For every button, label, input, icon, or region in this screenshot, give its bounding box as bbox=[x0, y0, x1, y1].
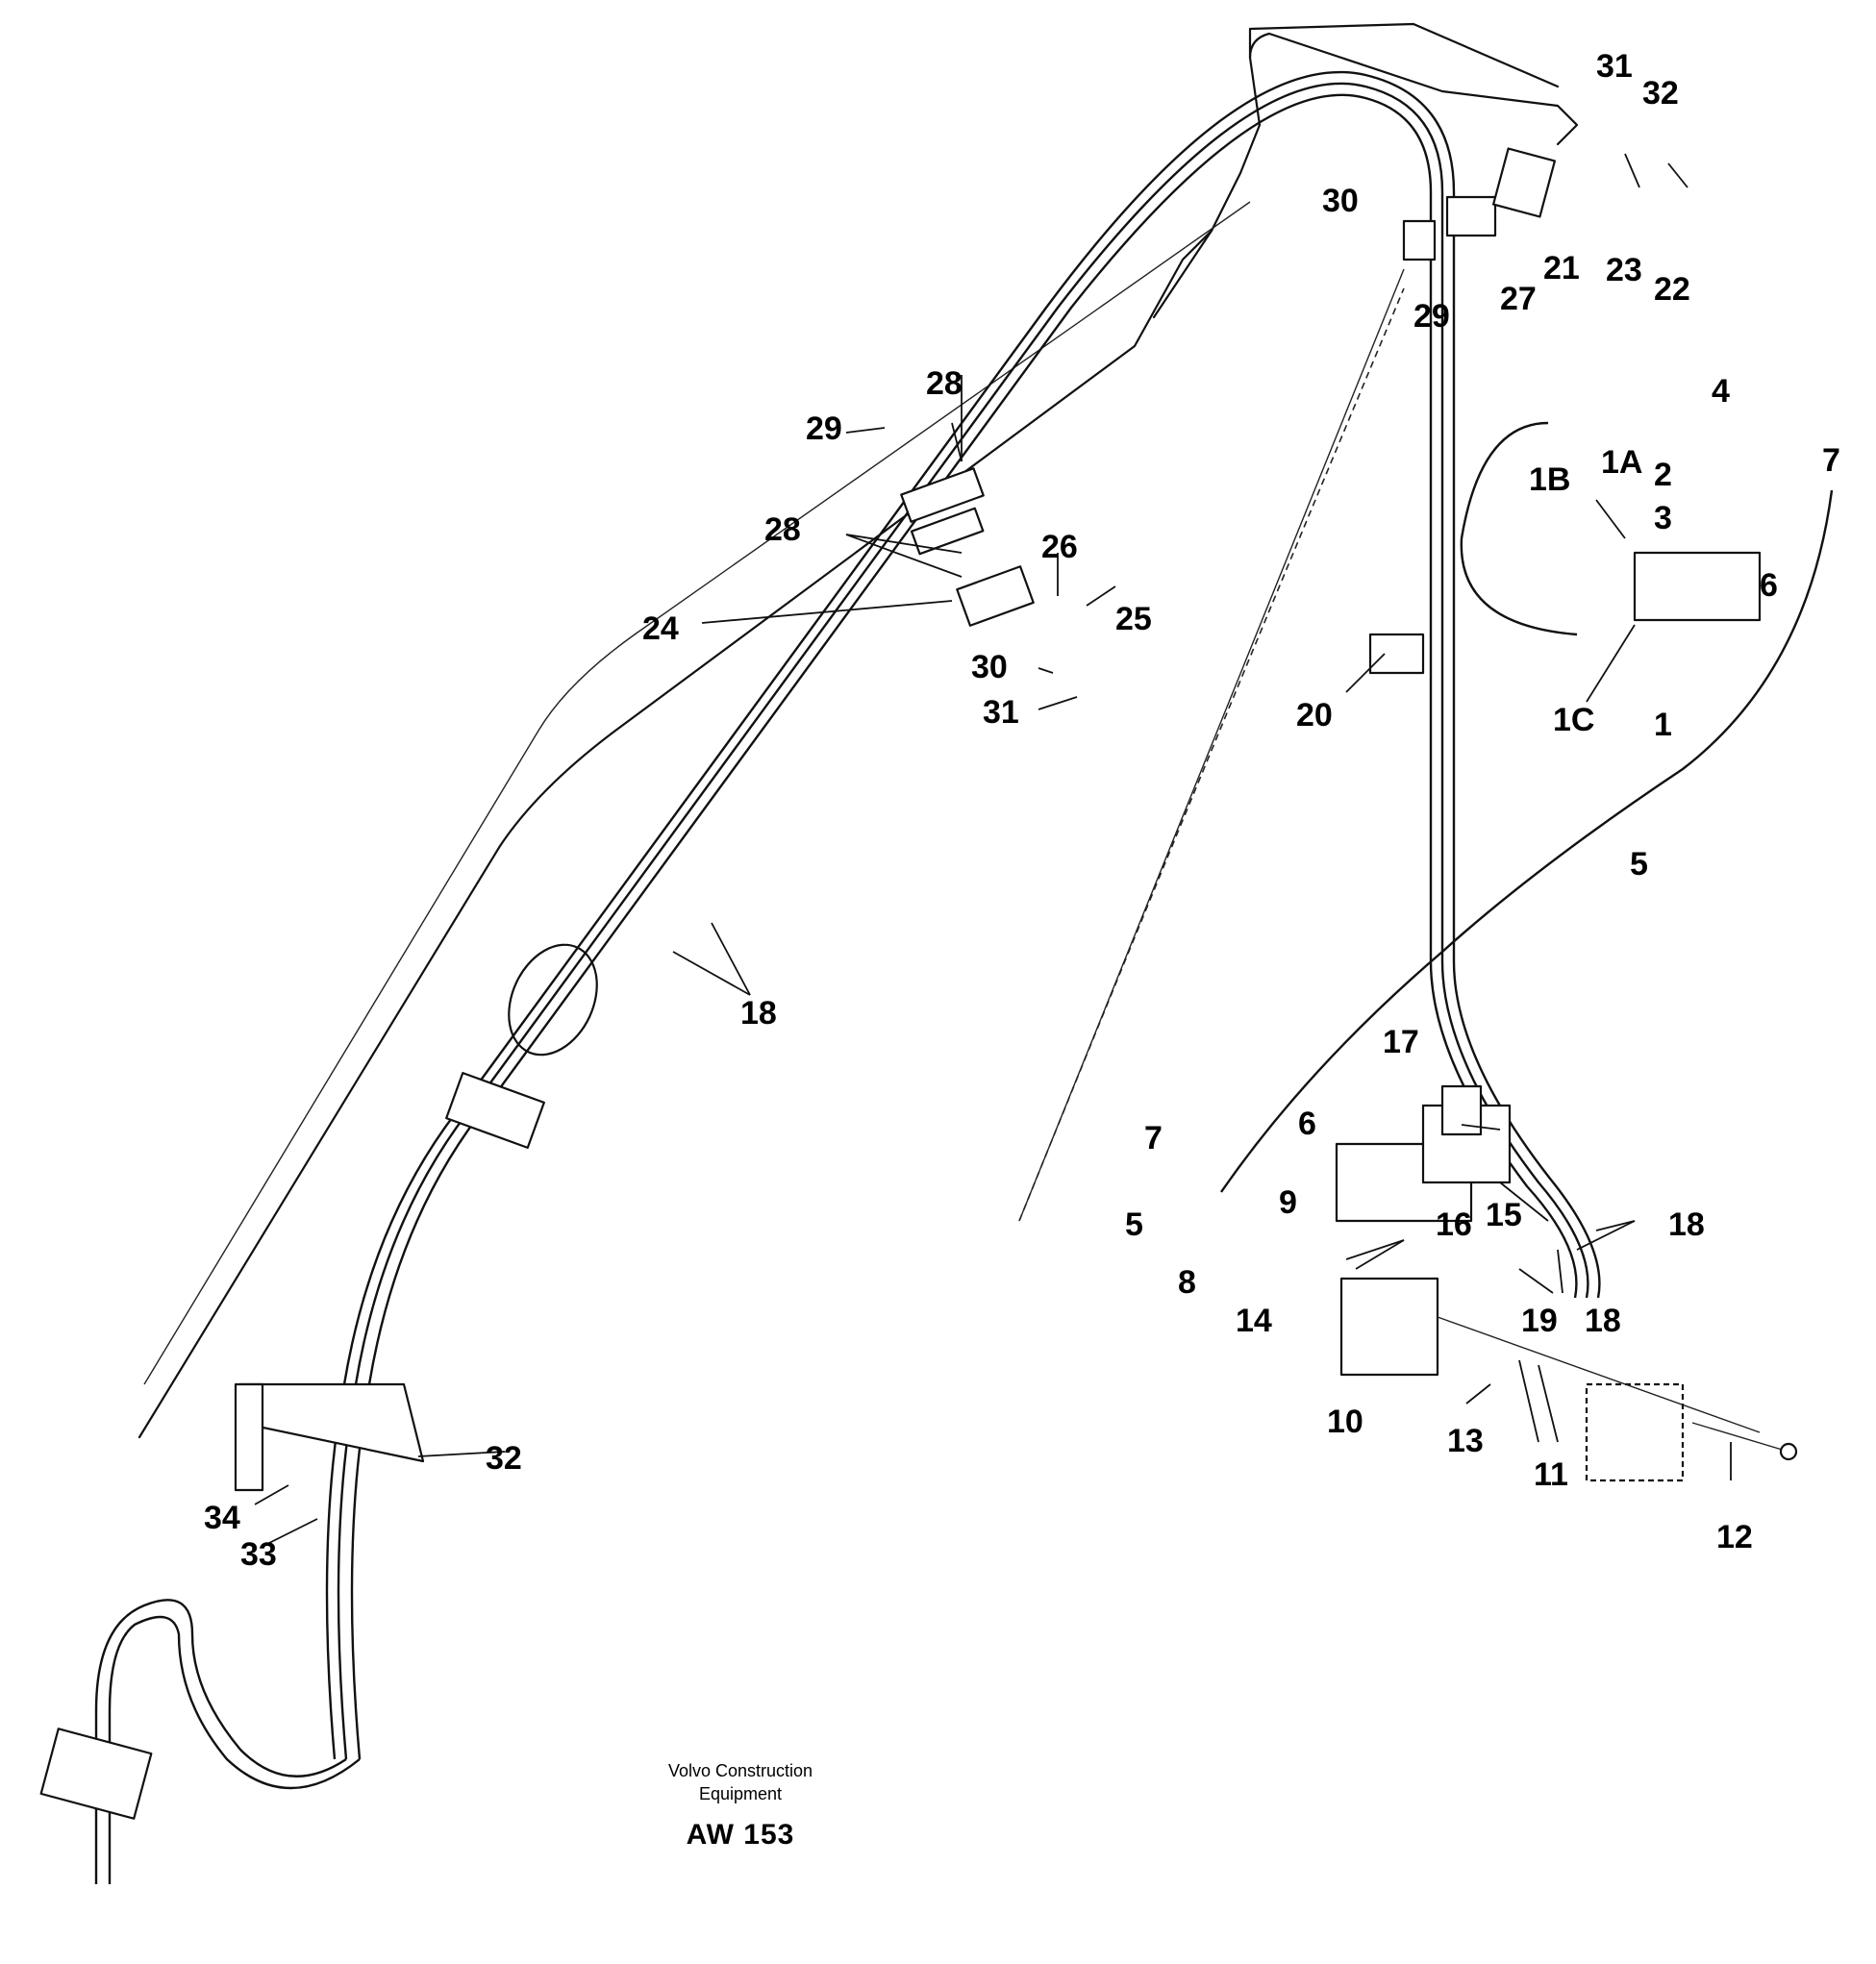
callout-label: 1A bbox=[1601, 444, 1642, 481]
callout-label: 1B bbox=[1529, 461, 1570, 498]
callout-label: 1 bbox=[1654, 707, 1672, 743]
callout-label: 19 bbox=[1521, 1303, 1558, 1339]
callout-label: 31 bbox=[983, 694, 1019, 731]
callout-label: 24 bbox=[642, 610, 679, 647]
callout-label: 32 bbox=[1642, 75, 1679, 112]
callout-label: 7 bbox=[1822, 442, 1840, 479]
callout-label: 31 bbox=[1596, 48, 1633, 85]
callout-label: 28 bbox=[764, 511, 801, 548]
callout-label: 17 bbox=[1383, 1024, 1419, 1060]
callout-label: 9 bbox=[1279, 1184, 1297, 1221]
callout-label: 5 bbox=[1630, 846, 1648, 883]
callout-label: 14 bbox=[1236, 1303, 1272, 1339]
callout-label: 28 bbox=[926, 365, 963, 402]
callout-label: 15 bbox=[1486, 1197, 1522, 1233]
leader-lines bbox=[254, 153, 1732, 1544]
callout-label: 11 bbox=[1534, 1456, 1568, 1493]
caption-company: Volvo Construction Equipment bbox=[606, 1759, 875, 1805]
callout-label: 23 bbox=[1606, 252, 1642, 288]
callout-label: 2 bbox=[1654, 457, 1672, 493]
callout-labels: 1 1A 1B 1C 2 3 4 5 5 6 6 7 7 8 9 10 11 1… bbox=[204, 48, 1840, 1573]
caption-company-line1: Volvo Construction bbox=[667, 1761, 813, 1780]
callout-label: 4 bbox=[1712, 373, 1730, 410]
callout-label: 29 bbox=[1413, 298, 1450, 335]
callout-label: 25 bbox=[1115, 601, 1152, 637]
callout-label: 1C bbox=[1553, 702, 1594, 738]
callout-label: 7 bbox=[1144, 1120, 1163, 1156]
callout-label: 16 bbox=[1436, 1206, 1472, 1243]
callout-label: 10 bbox=[1327, 1404, 1363, 1440]
callout-label: 30 bbox=[1322, 183, 1359, 219]
callout-label: 30 bbox=[971, 649, 1008, 685]
callout-label: 29 bbox=[806, 410, 842, 447]
callout-label: 34 bbox=[204, 1500, 240, 1536]
callout-label: 20 bbox=[1296, 697, 1333, 733]
callout-label: 13 bbox=[1447, 1423, 1484, 1459]
callout-label: 18 bbox=[1585, 1303, 1621, 1339]
callout-label: 22 bbox=[1654, 271, 1690, 308]
callout-label: 21 bbox=[1543, 250, 1580, 286]
callout-label: 6 bbox=[1760, 567, 1778, 604]
boom-outline bbox=[138, 22, 1579, 1439]
caption-company-line2: Equipment bbox=[698, 1784, 783, 1803]
components bbox=[39, 147, 1798, 1820]
callout-label: 6 bbox=[1298, 1106, 1316, 1142]
callout-label: 33 bbox=[240, 1536, 277, 1573]
diagram-code: AW 153 bbox=[686, 1819, 795, 1851]
callout-label: 12 bbox=[1716, 1519, 1753, 1555]
callout-label: 18 bbox=[740, 995, 777, 1032]
callout-label: 26 bbox=[1041, 529, 1078, 565]
callout-label: 18 bbox=[1668, 1206, 1705, 1243]
callout-label: 32 bbox=[486, 1440, 522, 1477]
callout-label: 3 bbox=[1654, 500, 1672, 536]
callout-label: 5 bbox=[1125, 1206, 1143, 1243]
callout-label: 27 bbox=[1500, 281, 1537, 317]
hose-bundle bbox=[94, 70, 1834, 1884]
callout-label: 8 bbox=[1178, 1264, 1196, 1301]
